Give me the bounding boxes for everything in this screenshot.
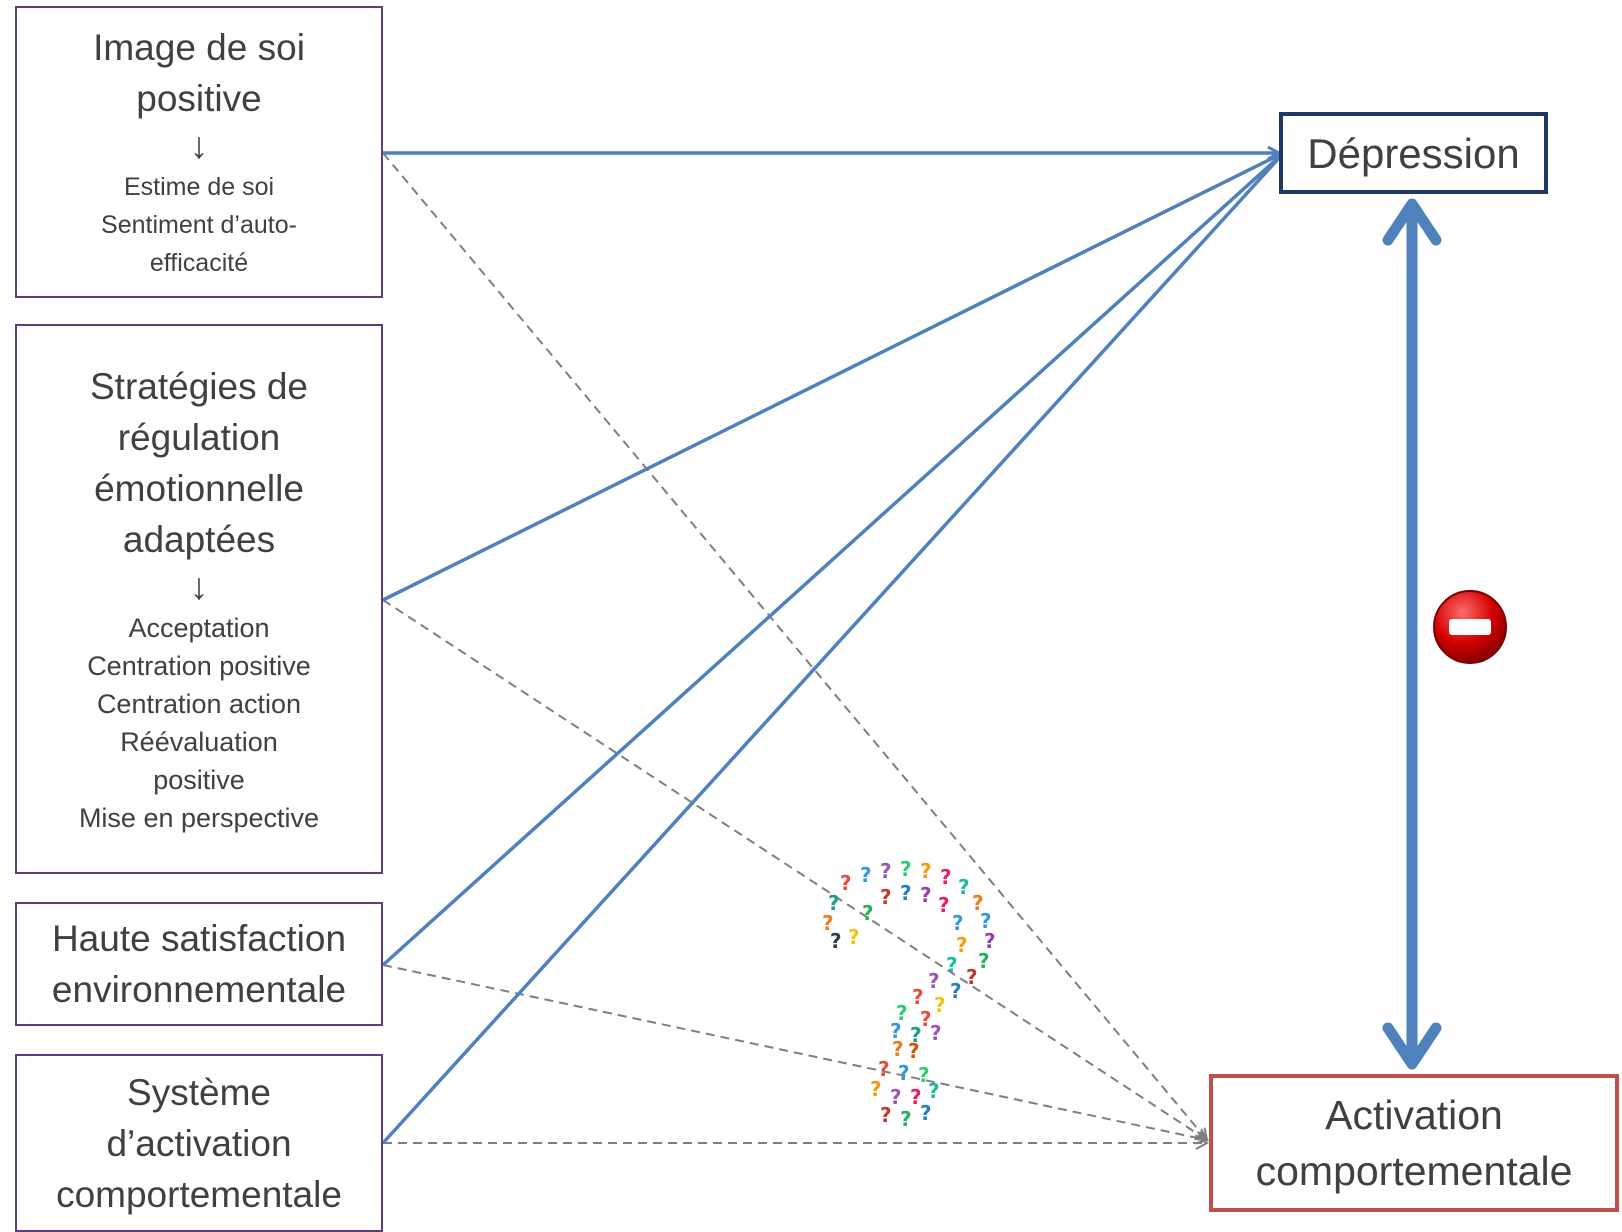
svg-text:?: ? — [920, 1101, 932, 1125]
svg-text:?: ? — [908, 1039, 920, 1063]
systeme-line-2: d’activation — [106, 1122, 292, 1164]
strategies-item: Acceptation — [128, 613, 270, 643]
svg-text:?: ? — [950, 979, 962, 1003]
svg-text:?: ? — [940, 865, 952, 889]
strategies-item: Mise en perspective — [78, 803, 320, 833]
svg-text:?: ? — [848, 925, 860, 949]
image-de-soi-box: Image de soi positive ↓ Estime de soi Se… — [15, 6, 383, 298]
svg-text:?: ? — [900, 1107, 912, 1131]
svg-text:?: ? — [918, 1063, 930, 1087]
link-satisfaction-to-depression — [381, 155, 1281, 967]
strategies-title-line-4: adaptées — [122, 519, 276, 560]
dashed-link-image-to-activation — [382, 152, 1207, 1140]
strategies-title-line-3: émotionnelle — [94, 468, 304, 509]
down-arrow-icon: ↓ — [189, 566, 209, 607]
satisfaction-line-1: Haute satisfaction — [51, 918, 347, 959]
svg-text:?: ? — [912, 985, 924, 1009]
svg-text:?: ? — [928, 1079, 940, 1103]
svg-text:?: ? — [898, 1061, 910, 1085]
satisfaction-box: Haute satisfaction environnementale — [15, 902, 383, 1026]
svg-text:?: ? — [972, 891, 984, 915]
activation-line-1: Activation — [1325, 1092, 1503, 1138]
question-mark-cluster-icon: ?? ?? ?? ?? ?? ?? ?? ?? ? ?? ?? ?? ?? ??… — [822, 860, 996, 1131]
svg-text:?: ? — [896, 1001, 908, 1025]
svg-text:?: ? — [984, 929, 996, 953]
svg-text:?: ? — [920, 883, 932, 907]
systeme-box: Système d’activation comportementale — [15, 1054, 383, 1232]
strategies-title-line-2: régulation — [117, 417, 281, 458]
svg-text:?: ? — [840, 871, 852, 895]
svg-text:?: ? — [980, 909, 992, 933]
svg-text:?: ? — [910, 1023, 922, 1047]
svg-text:?: ? — [880, 860, 892, 883]
image-de-soi-title-line-2: positive — [136, 78, 262, 119]
svg-text:?: ? — [966, 965, 978, 989]
svg-text:?: ? — [934, 993, 946, 1017]
link-strategies-to-depression — [382, 153, 1280, 602]
image-de-soi-item: efficacité — [149, 249, 249, 277]
image-de-soi-item: Sentiment d’auto- — [101, 211, 297, 239]
strategies-title-line-1: Stratégies de — [89, 366, 309, 407]
svg-text:?: ? — [920, 860, 932, 883]
svg-text:?: ? — [952, 911, 964, 935]
svg-text:?: ? — [890, 1085, 902, 1109]
svg-text:?: ? — [878, 1057, 890, 1081]
minus-circle-icon — [1433, 590, 1507, 664]
svg-text:?: ? — [910, 1085, 922, 1109]
svg-text:?: ? — [890, 1019, 902, 1043]
activation-box: Activation comportementale — [1209, 1074, 1619, 1212]
svg-text:?: ? — [828, 891, 840, 915]
svg-text:?: ? — [860, 863, 872, 887]
link-systeme-to-depression — [381, 156, 1281, 1145]
svg-text:?: ? — [958, 875, 970, 899]
image-de-soi-title-line-1: Image de soi — [93, 27, 305, 68]
svg-text:?: ? — [900, 860, 912, 881]
strategies-box: Stratégies de régulation émotionnelle ad… — [15, 324, 383, 874]
svg-text:?: ? — [956, 933, 968, 957]
image-de-soi-item: Estime de soi — [123, 173, 275, 201]
svg-text:?: ? — [938, 893, 950, 917]
svg-text:?: ? — [880, 885, 892, 909]
svg-text:?: ? — [930, 1021, 942, 1045]
strategies-item: Centration positive — [87, 651, 311, 681]
satisfaction-line-2: environnementale — [51, 969, 347, 1010]
svg-text:?: ? — [892, 1037, 904, 1061]
svg-text:?: ? — [920, 1007, 932, 1031]
svg-text:?: ? — [946, 953, 958, 977]
depression-label: Dépression — [1307, 129, 1520, 177]
svg-text:?: ? — [862, 901, 874, 925]
depression-box: Dépression — [1279, 112, 1548, 194]
svg-text:?: ? — [880, 1103, 892, 1127]
bidirectional-arrow — [1382, 198, 1442, 1070]
strategies-item: Centration action — [96, 689, 302, 719]
svg-text:?: ? — [928, 969, 940, 993]
strategies-item: positive — [153, 765, 245, 795]
systeme-line-3: comportementale — [56, 1173, 342, 1215]
svg-text:?: ? — [830, 929, 842, 953]
svg-text:?: ? — [900, 881, 912, 905]
dashed-link-satisfaction-to-activation — [382, 964, 1207, 1140]
dashed-link-strategies-to-activation — [382, 599, 1207, 1140]
down-arrow-icon: ↓ — [189, 125, 209, 166]
svg-text:?: ? — [978, 949, 990, 973]
systeme-line-1: Système — [127, 1071, 271, 1113]
svg-text:?: ? — [870, 1077, 882, 1101]
strategies-item: Réévaluation — [120, 727, 278, 757]
svg-text:?: ? — [822, 911, 834, 935]
activation-line-2: comportementale — [1255, 1148, 1573, 1194]
